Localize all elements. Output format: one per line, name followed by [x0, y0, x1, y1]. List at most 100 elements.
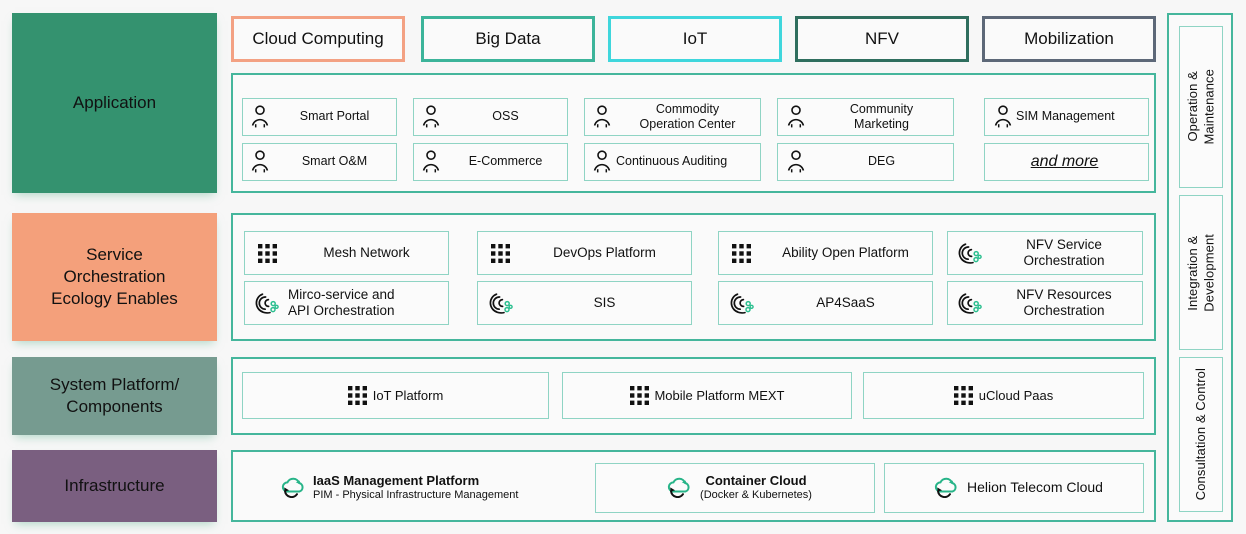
- service-item-nfv-service-orchestration[interactable]: NFV Service Orchestration: [947, 231, 1143, 275]
- service-orchestration-panel: Mesh Network DevOps Platform: [231, 213, 1156, 341]
- service-item-nfv-resources-orchestration[interactable]: NFV Resources Orchestration: [947, 281, 1143, 325]
- app-item-label: and more: [1030, 153, 1099, 171]
- person-icon: [778, 150, 814, 174]
- service-item-label: SIS: [593, 294, 616, 310]
- service-item-label: DevOps Platform: [553, 244, 656, 260]
- grid-dots-icon: [344, 386, 372, 405]
- tag-label: IoT: [682, 29, 708, 48]
- app-item-oss[interactable]: OSS: [413, 98, 568, 136]
- infra-item-text: Helion Telecom Cloud: [967, 479, 1103, 497]
- app-item-label: DEG: [867, 154, 896, 169]
- app-item-label: E-Commerce: [468, 154, 543, 169]
- app-item-sim-management[interactable]: SIM Management: [984, 98, 1149, 136]
- service-item-label: Mesh Network: [323, 244, 410, 260]
- service-item-label: NFV Resources Orchestration: [1016, 286, 1112, 318]
- grid-dots-icon: [950, 386, 978, 405]
- rail-item-operation-maintenance[interactable]: Operation & Maintenance: [1179, 26, 1223, 188]
- tag-nfv[interactable]: NFV: [795, 16, 969, 62]
- cloud-sync-icon: [273, 475, 313, 501]
- app-item-continuous-auditing[interactable]: Continuous Auditing: [584, 143, 761, 181]
- app-item-label: Commodity Operation Center: [639, 101, 736, 131]
- layer-label-text: Infrastructure: [64, 476, 165, 496]
- infra-item-title: IaaS Management Platform: [313, 473, 480, 488]
- rail-item-label: Integration & Development: [1184, 233, 1216, 312]
- rail-item-integration-development[interactable]: Integration & Development: [1179, 195, 1223, 350]
- app-item-smart-portal[interactable]: Smart Portal: [242, 98, 397, 136]
- app-item-label: OSS: [492, 109, 519, 124]
- cloud-sync-icon: [658, 475, 700, 501]
- tag-label: Cloud Computing: [252, 29, 384, 48]
- app-item-commodity-operation-center[interactable]: Commodity Operation Center: [584, 98, 761, 136]
- app-item-label: SIM Management: [1016, 109, 1115, 124]
- layer-label-text: Service Orchestration Ecology Enables: [51, 245, 178, 308]
- grid-dots-icon: [625, 386, 653, 405]
- app-item-e-commerce[interactable]: E-Commerce: [413, 143, 568, 181]
- system-item-label: IoT Platform: [372, 387, 444, 403]
- orchestration-icon: [478, 291, 522, 315]
- grid-dots-icon: [245, 243, 289, 263]
- system-platform-panel: IoT Platform Mobile Platform MEXT: [231, 357, 1156, 435]
- rail-item-label: Consultation & Control: [1192, 368, 1208, 501]
- service-item-label: AP4SaaS: [816, 294, 875, 310]
- person-icon: [585, 105, 619, 129]
- infra-item-text: Container Cloud (Docker & Kubernetes): [700, 473, 812, 503]
- app-item-smart-om[interactable]: Smart O&M: [242, 143, 397, 181]
- orchestration-icon: [719, 291, 763, 315]
- tag-big-data[interactable]: Big Data: [421, 16, 595, 62]
- app-item-label: Community Marketing: [849, 101, 914, 131]
- rail-item-label: Operation & Maintenance: [1184, 69, 1216, 145]
- tag-mobilization[interactable]: Mobilization: [982, 16, 1156, 62]
- tag-iot[interactable]: IoT: [608, 16, 782, 62]
- grid-dots-icon: [478, 243, 522, 263]
- app-item-community-marketing[interactable]: Community Marketing: [777, 98, 954, 136]
- person-icon: [243, 150, 277, 174]
- system-item-mobile-platform-mext[interactable]: Mobile Platform MEXT: [562, 372, 852, 419]
- tag-cloud-computing[interactable]: Cloud Computing: [231, 16, 405, 62]
- app-item-and-more[interactable]: and more: [984, 143, 1149, 181]
- orchestration-icon: [245, 291, 287, 315]
- layer-label-service-orchestration: Service Orchestration Ecology Enables: [12, 213, 217, 341]
- layer-label-text: System Platform/ Components: [49, 375, 180, 416]
- tag-label: Mobilization: [1024, 29, 1114, 48]
- infra-item-title: Helion Telecom Cloud: [967, 479, 1103, 496]
- layer-label-system-platform: System Platform/ Components: [12, 357, 217, 435]
- grid-dots-icon: [719, 243, 763, 263]
- system-item-label: Mobile Platform MEXT: [654, 387, 785, 403]
- service-item-label: NFV Service Orchestration: [1023, 236, 1105, 268]
- service-item-ap4saas[interactable]: AP4SaaS: [718, 281, 933, 325]
- orchestration-icon: [948, 291, 990, 315]
- system-item-label: uCloud Paas: [978, 387, 1054, 403]
- layer-label-infrastructure: Infrastructure: [12, 450, 217, 522]
- infra-item-helion-telecom-cloud[interactable]: Helion Telecom Cloud: [884, 463, 1144, 513]
- app-item-label: Smart O&M: [301, 154, 368, 169]
- app-item-label: Smart Portal: [299, 109, 370, 124]
- lifecycle-rail: Operation & Maintenance Integration & De…: [1167, 13, 1233, 522]
- service-item-label: Ability Open Platform: [782, 244, 909, 260]
- system-item-iot-platform[interactable]: IoT Platform: [242, 372, 549, 419]
- infra-item-container-cloud[interactable]: Container Cloud (Docker & Kubernetes): [595, 463, 875, 513]
- infra-item-title: Container Cloud: [705, 473, 807, 488]
- application-panel: Smart Portal OSS: [231, 73, 1156, 193]
- infra-item-text: IaaS Management Platform PIM - Physical …: [313, 473, 518, 503]
- service-item-mesh-network[interactable]: Mesh Network: [244, 231, 449, 275]
- service-item-microservice-api-orchestration[interactable]: Mirco-service and API Orchestration: [244, 281, 449, 325]
- app-item-deg[interactable]: DEG: [777, 143, 954, 181]
- tag-label: NFV: [865, 29, 899, 48]
- person-icon: [778, 105, 814, 129]
- person-icon: [243, 105, 277, 129]
- service-item-sis[interactable]: SIS: [477, 281, 692, 325]
- service-item-devops-platform[interactable]: DevOps Platform: [477, 231, 692, 275]
- cloud-sync-icon: [925, 475, 967, 501]
- system-item-ucloud-paas[interactable]: uCloud Paas: [863, 372, 1144, 419]
- rail-item-consultation-control[interactable]: Consultation & Control: [1179, 357, 1223, 512]
- app-item-label: Continuous Auditing: [616, 154, 728, 169]
- tag-label: Big Data: [475, 29, 541, 48]
- infra-item-iaas-management-platform[interactable]: IaaS Management Platform PIM - Physical …: [273, 464, 603, 512]
- service-item-label: Mirco-service and API Orchestration: [288, 286, 395, 318]
- person-icon: [585, 150, 615, 174]
- person-icon: [414, 105, 448, 129]
- orchestration-icon: [948, 241, 990, 265]
- infra-item-subtitle: PIM - Physical Infrastructure Management: [313, 489, 519, 502]
- service-item-ability-open-platform[interactable]: Ability Open Platform: [718, 231, 933, 275]
